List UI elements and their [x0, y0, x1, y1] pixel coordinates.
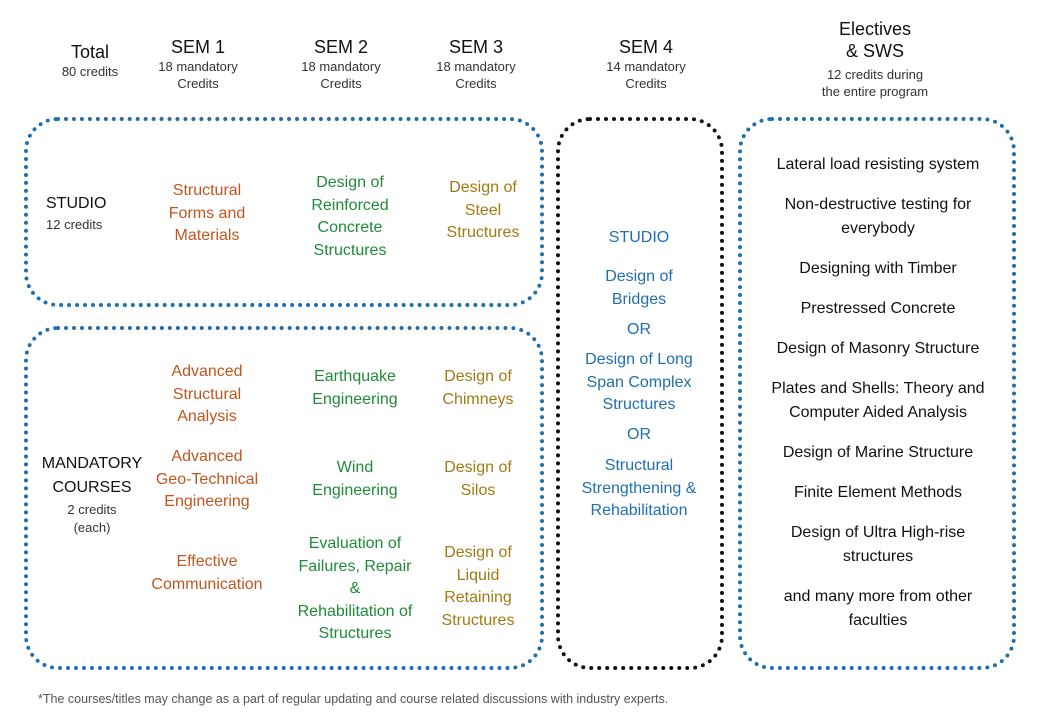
header-sem4: SEM 4 14 mandatory Credits	[586, 36, 706, 92]
header-sem3-sub: 18 mandatory Credits	[436, 59, 516, 91]
header-sem4-title: SEM 4	[618, 37, 674, 57]
header-sem4-sub: 14 mandatory Credits	[606, 59, 686, 91]
sem4-or-1: OR	[627, 321, 651, 338]
elective-item-9: Design of Ultra High-rise structures	[790, 524, 966, 565]
sem4-box	[556, 117, 724, 670]
mandatory-sem3-course-3: Design of Liquid Retaining Structures	[441, 544, 515, 629]
sem4-option-long-span: Design of Long Span Complex Structures	[585, 351, 693, 413]
mandatory-sem3-course-2: Design of Silos	[444, 459, 512, 499]
header-electives-title: Electives & SWS	[838, 19, 912, 61]
elective-item-8: Finite Element Methods	[793, 484, 963, 501]
mandatory-sem2-course-3: Evaluation of Failures, Repair & Rehabil…	[297, 535, 413, 642]
elective-item-10: and many more from other faculties	[783, 588, 973, 629]
elective-item-5: Design of Masonry Structure	[776, 340, 980, 357]
mandatory-sem2-course-2: Wind Engineering	[312, 459, 398, 499]
header-sem1-title: SEM 1	[170, 37, 226, 57]
header-sem1-sub: 18 mandatory Credits	[158, 59, 238, 91]
header-total: Total 80 credits	[40, 41, 140, 80]
studio-credits: 12 credits	[46, 217, 103, 232]
header-sem2-title: SEM 2	[313, 37, 369, 57]
studio-box	[24, 117, 544, 307]
studio-sem2-course: Design of Reinforced Concrete Structures	[311, 174, 389, 259]
header-total-sub: 80 credits	[61, 64, 119, 79]
sem4-option-bridges: Design of Bridges	[605, 268, 673, 308]
header-electives-sub: 12 credits during the entire program	[821, 67, 929, 99]
footnote: *The courses/titles may change as a part…	[38, 692, 669, 706]
sem4-option-strengthening: Structural Strengthening & Rehabilitatio…	[581, 457, 697, 519]
mandatory-row-label: MANDATORY COURSES 2 credits (each)	[30, 452, 154, 537]
mandatory-sem2-course-1: Earthquake Engineering	[312, 368, 398, 408]
studio-row-label: STUDIO 12 credits	[46, 192, 156, 234]
mandatory-sem1-course-1: Advanced Structural Analysis	[171, 363, 243, 425]
elective-item-4: Prestressed Concrete	[800, 300, 956, 317]
electives-box	[738, 117, 1016, 670]
header-sem2-sub: 18 mandatory Credits	[301, 59, 381, 91]
mandatory-box	[24, 326, 544, 670]
elective-item-1: Lateral load resisting system	[776, 156, 980, 173]
studio-label: STUDIO	[46, 195, 107, 212]
elective-item-3: Designing with Timber	[799, 260, 957, 277]
mandatory-credits: 2 credits (each)	[67, 502, 117, 535]
sem4-or-2: OR	[627, 426, 651, 443]
header-total-title: Total	[70, 42, 110, 62]
header-sem3-title: SEM 3	[448, 37, 504, 57]
sem4-studio-label: STUDIO	[608, 229, 670, 246]
mandatory-sem1-course-3: Effective Communication	[151, 553, 263, 593]
elective-item-7: Design of Marine Structure	[782, 444, 974, 461]
mandatory-label: MANDATORY COURSES	[41, 455, 143, 496]
header-electives: Electives & SWS 12 credits during the en…	[790, 18, 960, 100]
mandatory-sem1-course-2: Advanced Geo-Technical Engineering	[155, 448, 259, 510]
elective-item-2: Non-destructive testing for everybody	[784, 196, 972, 237]
mandatory-sem3-course-1: Design of Chimneys	[442, 368, 514, 408]
header-sem2: SEM 2 18 mandatory Credits	[281, 36, 401, 92]
elective-item-6: Plates and Shells: Theory and Computer A…	[771, 380, 985, 421]
studio-sem3-course: Design of Steel Structures	[446, 179, 520, 241]
header-sem3: SEM 3 18 mandatory Credits	[416, 36, 536, 92]
header-sem1: SEM 1 18 mandatory Credits	[138, 36, 258, 92]
studio-sem1-course: Structural Forms and Materials	[168, 182, 246, 244]
